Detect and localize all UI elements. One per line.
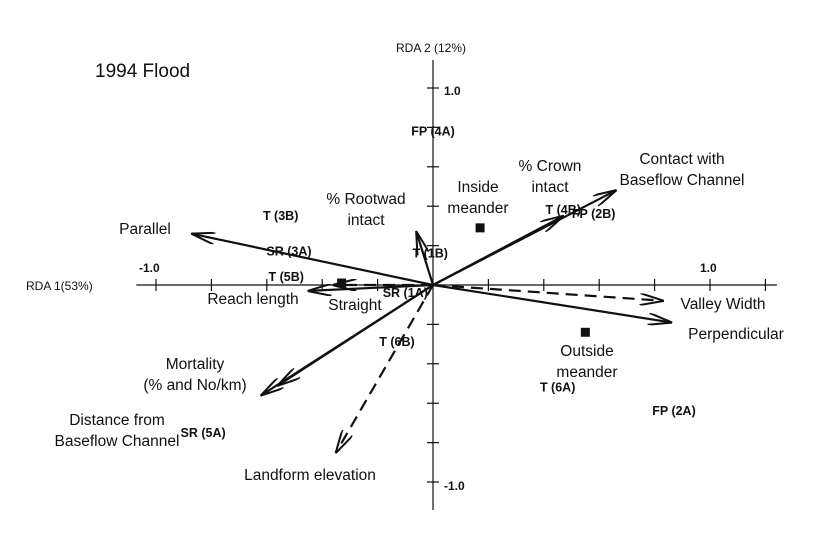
- y-axis-label: RDA 2 (12%): [396, 41, 466, 55]
- vector-landform-elevation: [336, 284, 434, 452]
- site-label-fp-4a: FP (4A): [411, 124, 455, 138]
- y-tick-label-pos: 1.0: [444, 84, 461, 98]
- centroid-marker-straight: [337, 278, 347, 288]
- site-label-fp-2b: FP (2B): [572, 207, 616, 221]
- centroid-marker-inside-meander: [475, 223, 485, 233]
- vector-label-valley-width: Valley Width: [681, 296, 766, 313]
- site-label-fp-2a: FP (2A): [652, 404, 696, 418]
- site-label-t-5b: T (5B): [268, 270, 303, 284]
- x-axis-label: RDA 1(53%): [26, 279, 93, 293]
- site-label-t-6b: T (6B): [379, 335, 414, 349]
- vectors: [192, 190, 671, 452]
- site-label-t-4b: T (4B): [545, 203, 580, 217]
- vector-label-landform-elevation: Landform elevation: [244, 467, 376, 484]
- vector-label-perpendicular: Perpendicular: [688, 326, 784, 343]
- vector-rootwad-intact: [416, 232, 435, 286]
- x-tick-label-neg: -1.0: [139, 261, 160, 275]
- site-label-sr-5a: SR (5A): [181, 426, 226, 440]
- vector-valley-width: [432, 283, 663, 301]
- centroid-marker-outside-meander: [580, 327, 590, 337]
- chart-title: 1994 Flood: [95, 61, 190, 82]
- site-label-sr-1a: SR (1A): [383, 286, 428, 300]
- vector-contact-with-baseflow-channel: [432, 190, 616, 286]
- y-tick-label-neg: -1.0: [444, 479, 465, 493]
- site-label-sr-3a: SR (3A): [266, 245, 311, 259]
- x-tick-label-pos: 1.0: [700, 261, 717, 275]
- vector-label-reach-length: Reach length: [207, 291, 298, 308]
- centroids: [337, 223, 590, 337]
- axes: [136, 60, 777, 510]
- site-label-t-3b: T (3B): [263, 209, 298, 223]
- vector-perpendicular: [432, 283, 671, 322]
- site-label-t-6a: T (6A): [540, 380, 575, 394]
- vector-distance-from-baseflow-channel: [261, 284, 434, 395]
- labels: 1994 Flood RDA 1(53%) RDA 2 (12%) -1.0 1…: [26, 41, 784, 493]
- vector-label-mortality-and-no-km: Mortality(% and No/km): [143, 356, 246, 394]
- sites: FP (4A) T (3B) T (4B)FP (2B) SR (3A) T (1B) T…: [181, 124, 696, 439]
- site-label-t-1b: T (1B): [413, 246, 448, 260]
- vector-parallel: [192, 234, 434, 287]
- vector-label-parallel: Parallel: [119, 221, 171, 238]
- vector-label-straight: Straight: [328, 297, 382, 314]
